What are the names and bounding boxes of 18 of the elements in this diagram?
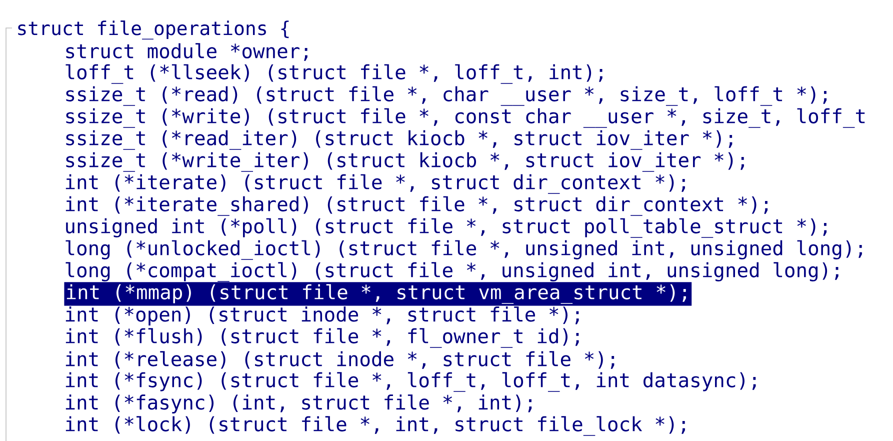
code-line: loff_t (*llseek) (struct file *, loff_t, int); xyxy=(66,64,602,84)
code-line: ssize_t (*read_iter) (struct kiocb *, struct iov_iter *); xyxy=(66,130,732,150)
code-line: int (*flush) (struct file *, fl_owner_t id); xyxy=(66,328,579,348)
code-line: struct module *owner; xyxy=(66,43,308,61)
code-line: ssize_t (*read) (struct file *, char __user *, size_t, loff_t *); xyxy=(66,86,827,106)
code-line: ssize_t (*write) (struct file *, const char __user *, size_t, loff_t xyxy=(66,108,865,128)
code-line: int (*release) (struct inode *, struct file *); xyxy=(66,351,614,369)
code-line: long (*compat_ioctl) (struct file *, unsigned int, unsigned long); xyxy=(66,262,838,282)
code-line: int (*lock) (struct file *, int, struct file_lock *); xyxy=(66,416,685,436)
code-line: long (*unlocked_ioctl) (struct file *, unsigned int, unsigned long); xyxy=(66,240,862,260)
code-line: int (*open) (struct inode *, struct file *); xyxy=(66,306,579,326)
code-line: int (*fsync) (struct file *, loff_t, loff_t, int datasync); xyxy=(66,372,756,392)
code-line: int (*iterate_shared) (struct file *, struct dir_context *); xyxy=(66,196,768,216)
code-line: ssize_t (*write_iter) (struct kiocb *, struct iov_iter *); xyxy=(66,152,744,172)
code-line: int (*fasync) (int, struct file *, int); xyxy=(66,394,532,414)
code-line: int (*iterate) (struct file *, struct dir_context *); xyxy=(66,174,685,194)
code-line: unsigned int (*poll) (struct file *, struct poll_table_struct *); xyxy=(66,218,827,238)
code-heading: struct file_operations { xyxy=(18,20,289,40)
